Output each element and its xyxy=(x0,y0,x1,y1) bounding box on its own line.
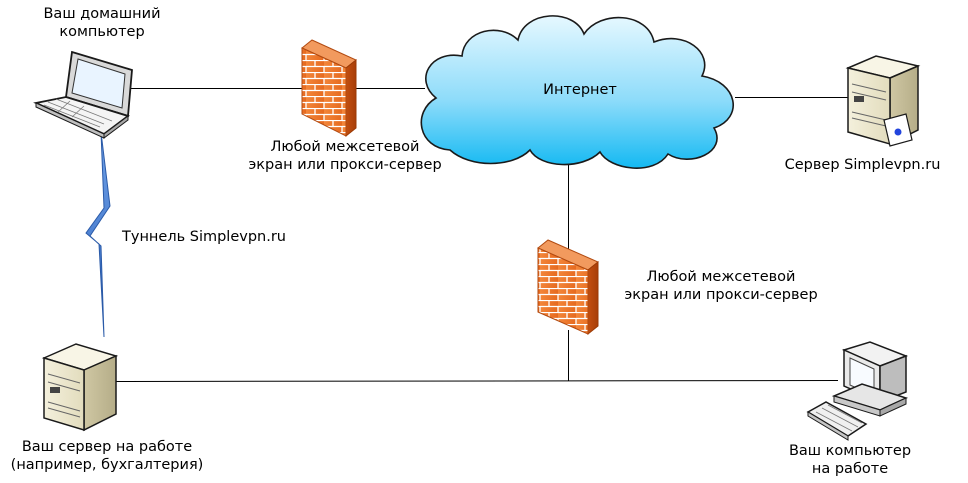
tunnel-lightning-icon xyxy=(85,131,111,338)
simplevpn-server-icon xyxy=(845,55,921,147)
firewall-middle-icon xyxy=(537,239,599,336)
work-server-label: Ваш сервер на работе (например, бухгалте… xyxy=(10,439,204,473)
link-lan xyxy=(115,380,839,382)
firewall-top-label: Любой межсетевой экран или прокси-сервер xyxy=(248,139,442,173)
connection-lines xyxy=(115,88,848,382)
work-computer-icon xyxy=(806,341,909,441)
tunnel-label: Туннель Simplevpn.ru xyxy=(122,229,286,245)
firewall-top-icon xyxy=(301,39,357,138)
laptop-icon xyxy=(33,50,133,139)
work-server-icon xyxy=(41,343,119,432)
internet-label: Интернет xyxy=(543,82,617,98)
work-computer-label: Ваш компьютер на работе xyxy=(788,443,912,477)
home-computer-label: Ваш домашний компьютер xyxy=(43,6,161,40)
simplevpn-server-label: Сервер Simplevpn.ru xyxy=(784,157,941,173)
internet-cloud-icon xyxy=(420,15,734,169)
firewall-middle-label: Любой межсетевой экран или прокси-сервер xyxy=(624,269,818,303)
